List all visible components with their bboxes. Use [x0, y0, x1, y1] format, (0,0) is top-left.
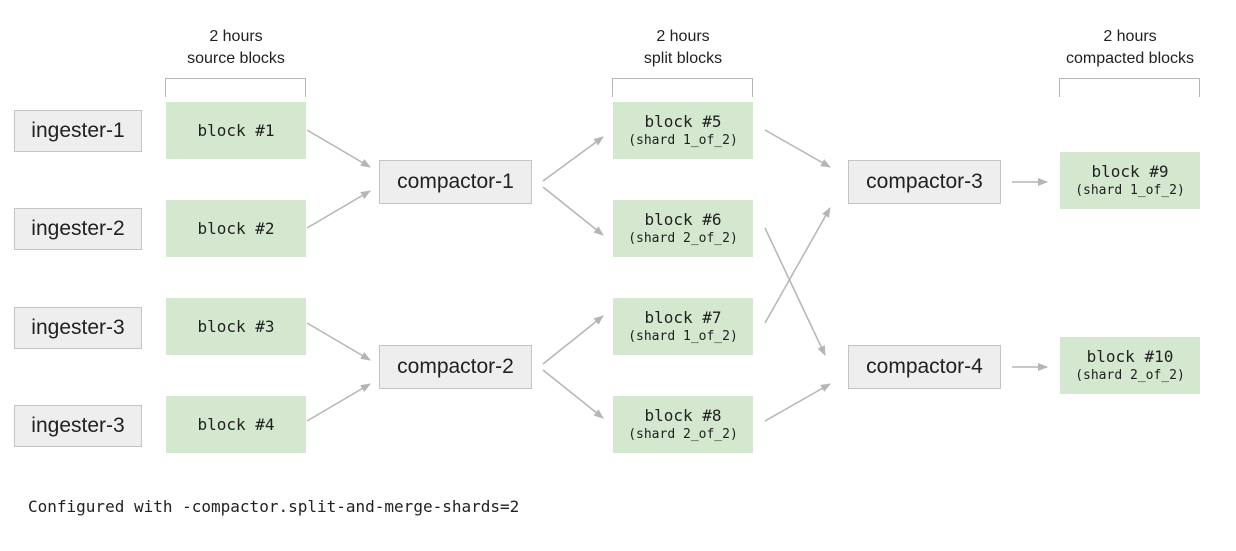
ingester-node: ingester-1	[14, 110, 142, 152]
ingester-node: ingester-3	[14, 405, 142, 447]
shard-label: (shard 1_of_2)	[628, 133, 738, 148]
ingester-node: ingester-3	[14, 307, 142, 349]
shard-label: (shard 2_of_2)	[1075, 368, 1185, 383]
arrow-compactor2-to-block7	[542, 315, 604, 365]
block-label: block #9	[1091, 162, 1169, 181]
arrow-block6-to-compactor4	[764, 227, 826, 356]
ingester-label: ingester-3	[31, 414, 125, 437]
block-label: block #2	[197, 218, 275, 238]
arrow-compactor2-to-block8	[542, 369, 604, 419]
source-blocks-bracket	[165, 78, 306, 97]
split-header-title: split blocks	[643, 50, 723, 67]
compactor-label: compactor-4	[866, 355, 983, 378]
compacted-header-duration: 2 hours	[1103, 28, 1157, 45]
block-label: block #8	[644, 406, 722, 425]
block-label: block #4	[197, 414, 275, 434]
compactor-label: compactor-3	[866, 170, 983, 193]
ingester-node: ingester-2	[14, 208, 142, 250]
compactor-label: compactor-2	[397, 355, 514, 378]
split-block: block #8 (shard 2_of_2)	[613, 396, 753, 453]
split-block: block #6 (shard 2_of_2)	[613, 200, 753, 257]
ingester-label: ingester-1	[31, 119, 125, 142]
block-label: block #6	[644, 210, 722, 229]
block-label: block #1	[197, 120, 275, 140]
source-blocks-header: 2 hours source blocks	[166, 26, 306, 70]
split-blocks-header: 2 hours split blocks	[612, 26, 754, 70]
compacted-blocks-bracket	[1059, 78, 1200, 97]
block-label: block #10	[1086, 347, 1174, 366]
arrow-block1-to-compactor1	[306, 129, 371, 168]
source-block: block #2	[166, 200, 306, 257]
compacted-blocks-header: 2 hours compacted blocks	[1050, 26, 1210, 70]
compacted-block: block #10 (shard 2_of_2)	[1060, 337, 1200, 394]
config-note: Configured with -compactor.split-and-mer…	[28, 497, 520, 516]
split-block: block #5 (shard 1_of_2)	[613, 102, 753, 159]
source-header-title: source blocks	[187, 50, 285, 67]
block-label: block #7	[644, 308, 722, 327]
compacted-header-title: compacted blocks	[1065, 50, 1195, 67]
compactor-node: compactor-3	[848, 160, 1001, 204]
source-block: block #4	[166, 396, 306, 453]
shard-label: (shard 1_of_2)	[1075, 183, 1185, 198]
block-label: block #3	[197, 316, 275, 336]
split-blocks-bracket	[612, 78, 753, 97]
source-block: block #1	[166, 102, 306, 159]
ingester-label: ingester-3	[31, 316, 125, 339]
shard-label: (shard 1_of_2)	[628, 329, 738, 344]
block-label: block #5	[644, 112, 722, 131]
arrow-block4-to-compactor2	[306, 383, 371, 422]
arrow-block7-to-compactor3	[764, 207, 831, 324]
compacted-block: block #9 (shard 1_of_2)	[1060, 152, 1200, 209]
compactor-node: compactor-2	[379, 345, 532, 389]
compactor-label: compactor-1	[397, 170, 514, 193]
arrow-block5-to-compactor3	[764, 129, 831, 168]
arrow-compactor1-to-block5	[542, 136, 604, 182]
arrow-block8-to-compactor4	[764, 383, 831, 422]
source-block: block #3	[166, 298, 306, 355]
arrow-block2-to-compactor1	[306, 190, 371, 229]
compactor-node: compactor-1	[379, 160, 532, 204]
shard-label: (shard 2_of_2)	[628, 231, 738, 246]
split-header-duration: 2 hours	[656, 28, 710, 45]
compactor-node: compactor-4	[848, 345, 1001, 389]
shard-label: (shard 2_of_2)	[628, 427, 738, 442]
arrow-block3-to-compactor2	[306, 322, 371, 361]
split-block: block #7 (shard 1_of_2)	[613, 298, 753, 355]
source-header-duration: 2 hours	[209, 28, 263, 45]
ingester-label: ingester-2	[31, 217, 125, 240]
arrow-compactor1-to-block6	[542, 186, 604, 236]
